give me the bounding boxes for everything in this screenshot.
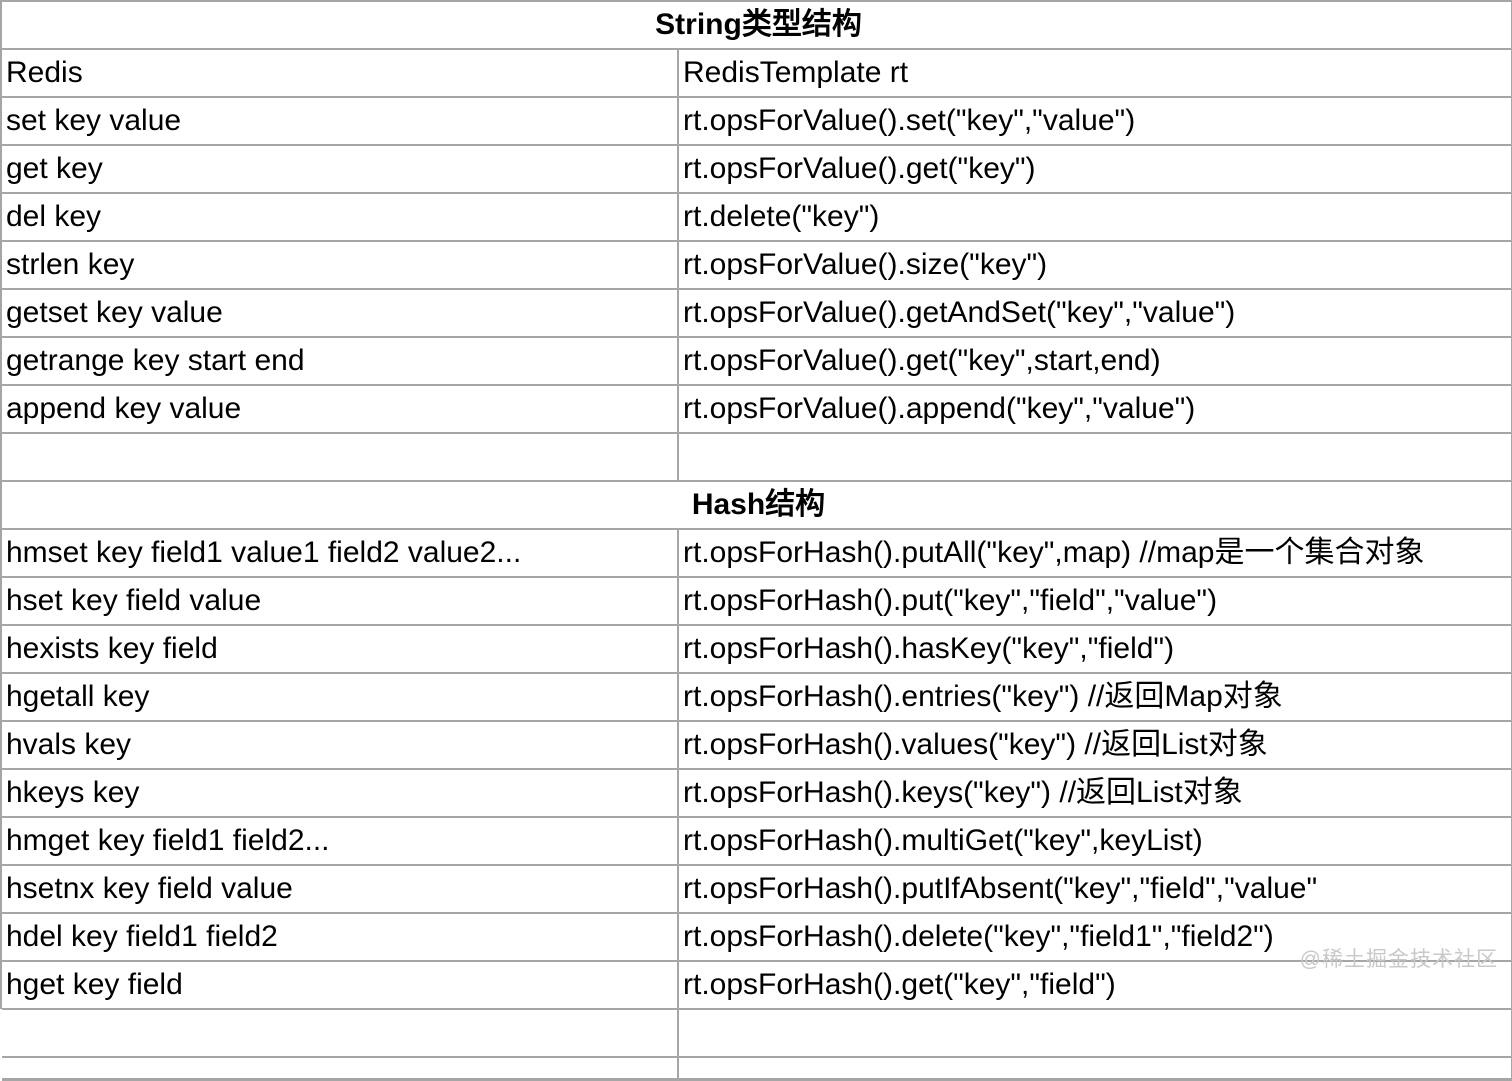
empty-cell [678, 1009, 1512, 1058]
redis-command: append key value [2, 385, 679, 434]
redistemplate-call: rt.delete("key") [678, 193, 1512, 242]
empty-cell [2, 1009, 679, 1058]
section-title-hash: Hash结构 [2, 481, 1512, 530]
redis-command: get key [2, 145, 679, 194]
redis-command: hexists key field [2, 625, 679, 674]
redis-command: hvals key [2, 721, 679, 770]
redis-command: hkeys key [2, 769, 679, 818]
section-title-row: String类型结构 [2, 2, 1512, 50]
table-row: getrange key start end rt.opsForValue().… [2, 337, 1512, 386]
redistemplate-call: rt.opsForValue().get("key") [678, 145, 1512, 194]
redistemplate-call: rt.opsForHash().putIfAbsent("key","field… [678, 865, 1512, 914]
redis-command: strlen key [2, 241, 679, 290]
redistemplate-call: rt.opsForValue().size("key") [678, 241, 1512, 290]
redis-command: getset key value [2, 289, 679, 338]
redis-command: del key [2, 193, 679, 242]
table-row: hsetnx key field value rt.opsForHash().p… [2, 865, 1512, 914]
redistemplate-call: rt.opsForHash().delete("key","field1","f… [678, 913, 1512, 962]
redistemplate-call: rt.opsForHash().entries("key") //返回Map对象 [678, 673, 1512, 722]
section-title-row: Hash结构 [2, 481, 1512, 530]
redis-command: set key value [2, 97, 679, 146]
table-row: hget key field rt.opsForHash().get("key"… [2, 961, 1512, 1010]
column-header-redistemplate: RedisTemplate rt [678, 49, 1512, 98]
spacer-row [2, 433, 1512, 482]
empty-cell [678, 433, 1512, 482]
redistemplate-call: rt.opsForHash().hasKey("key","field") [678, 625, 1512, 674]
table-row: get key rt.opsForValue().get("key") [2, 145, 1512, 194]
table-row: hmget key field1 field2... rt.opsForHash… [2, 817, 1512, 866]
column-header-redis: Redis [2, 49, 679, 98]
table-row: strlen key rt.opsForValue().size("key") [2, 241, 1512, 290]
redistemplate-call: rt.opsForHash().putAll("key",map) //map是… [678, 529, 1512, 578]
empty-cell [678, 1057, 1512, 1081]
spacer-row [2, 1009, 1512, 1058]
empty-cell [2, 1057, 679, 1081]
redistemplate-call: rt.opsForValue().set("key","value") [678, 97, 1512, 146]
section-title-string: String类型结构 [2, 2, 1512, 50]
empty-cell [2, 433, 679, 482]
redis-command: getrange key start end [2, 337, 679, 386]
table-header-row: Redis RedisTemplate rt [2, 49, 1512, 98]
table-row: del key rt.delete("key") [2, 193, 1512, 242]
table-row: hmset key field1 value1 field2 value2...… [2, 529, 1512, 578]
redistemplate-call: rt.opsForValue().get("key",start,end) [678, 337, 1512, 386]
table-row: set key value rt.opsForValue().set("key"… [2, 97, 1512, 146]
table-row: hset key field value rt.opsForHash().put… [2, 577, 1512, 626]
redis-command: hset key field value [2, 577, 679, 626]
redistemplate-call: rt.opsForHash().multiGet("key",keyList) [678, 817, 1512, 866]
redistemplate-call: rt.opsForHash().keys("key") //返回List对象 [678, 769, 1512, 818]
redis-command: hdel key field1 field2 [2, 913, 679, 962]
redis-command: hsetnx key field value [2, 865, 679, 914]
table-row: getset key value rt.opsForValue().getAnd… [2, 289, 1512, 338]
redis-command: hmset key field1 value1 field2 value2... [2, 529, 679, 578]
redistemplate-call: rt.opsForValue().getAndSet("key","value"… [678, 289, 1512, 338]
redistemplate-call: rt.opsForHash().values("key") //返回List对象 [678, 721, 1512, 770]
table-row: append key value rt.opsForValue().append… [2, 385, 1512, 434]
table-tail-row [2, 1057, 1512, 1081]
redis-command: hget key field [2, 961, 679, 1010]
table-row: hdel key field1 field2 rt.opsForHash().d… [2, 913, 1512, 962]
table-row: hkeys key rt.opsForHash().keys("key") //… [2, 769, 1512, 818]
table-row: hgetall key rt.opsForHash().entries("key… [2, 673, 1512, 722]
redis-command: hgetall key [2, 673, 679, 722]
table-row: hvals key rt.opsForHash().values("key") … [2, 721, 1512, 770]
table-row: hexists key field rt.opsForHash().hasKey… [2, 625, 1512, 674]
redistemplate-call: rt.opsForValue().append("key","value") [678, 385, 1512, 434]
redistemplate-call: rt.opsForHash().get("key","field") [678, 961, 1512, 1010]
redistemplate-call: rt.opsForHash().put("key","field","value… [678, 577, 1512, 626]
redis-command: hmget key field1 field2... [2, 817, 679, 866]
